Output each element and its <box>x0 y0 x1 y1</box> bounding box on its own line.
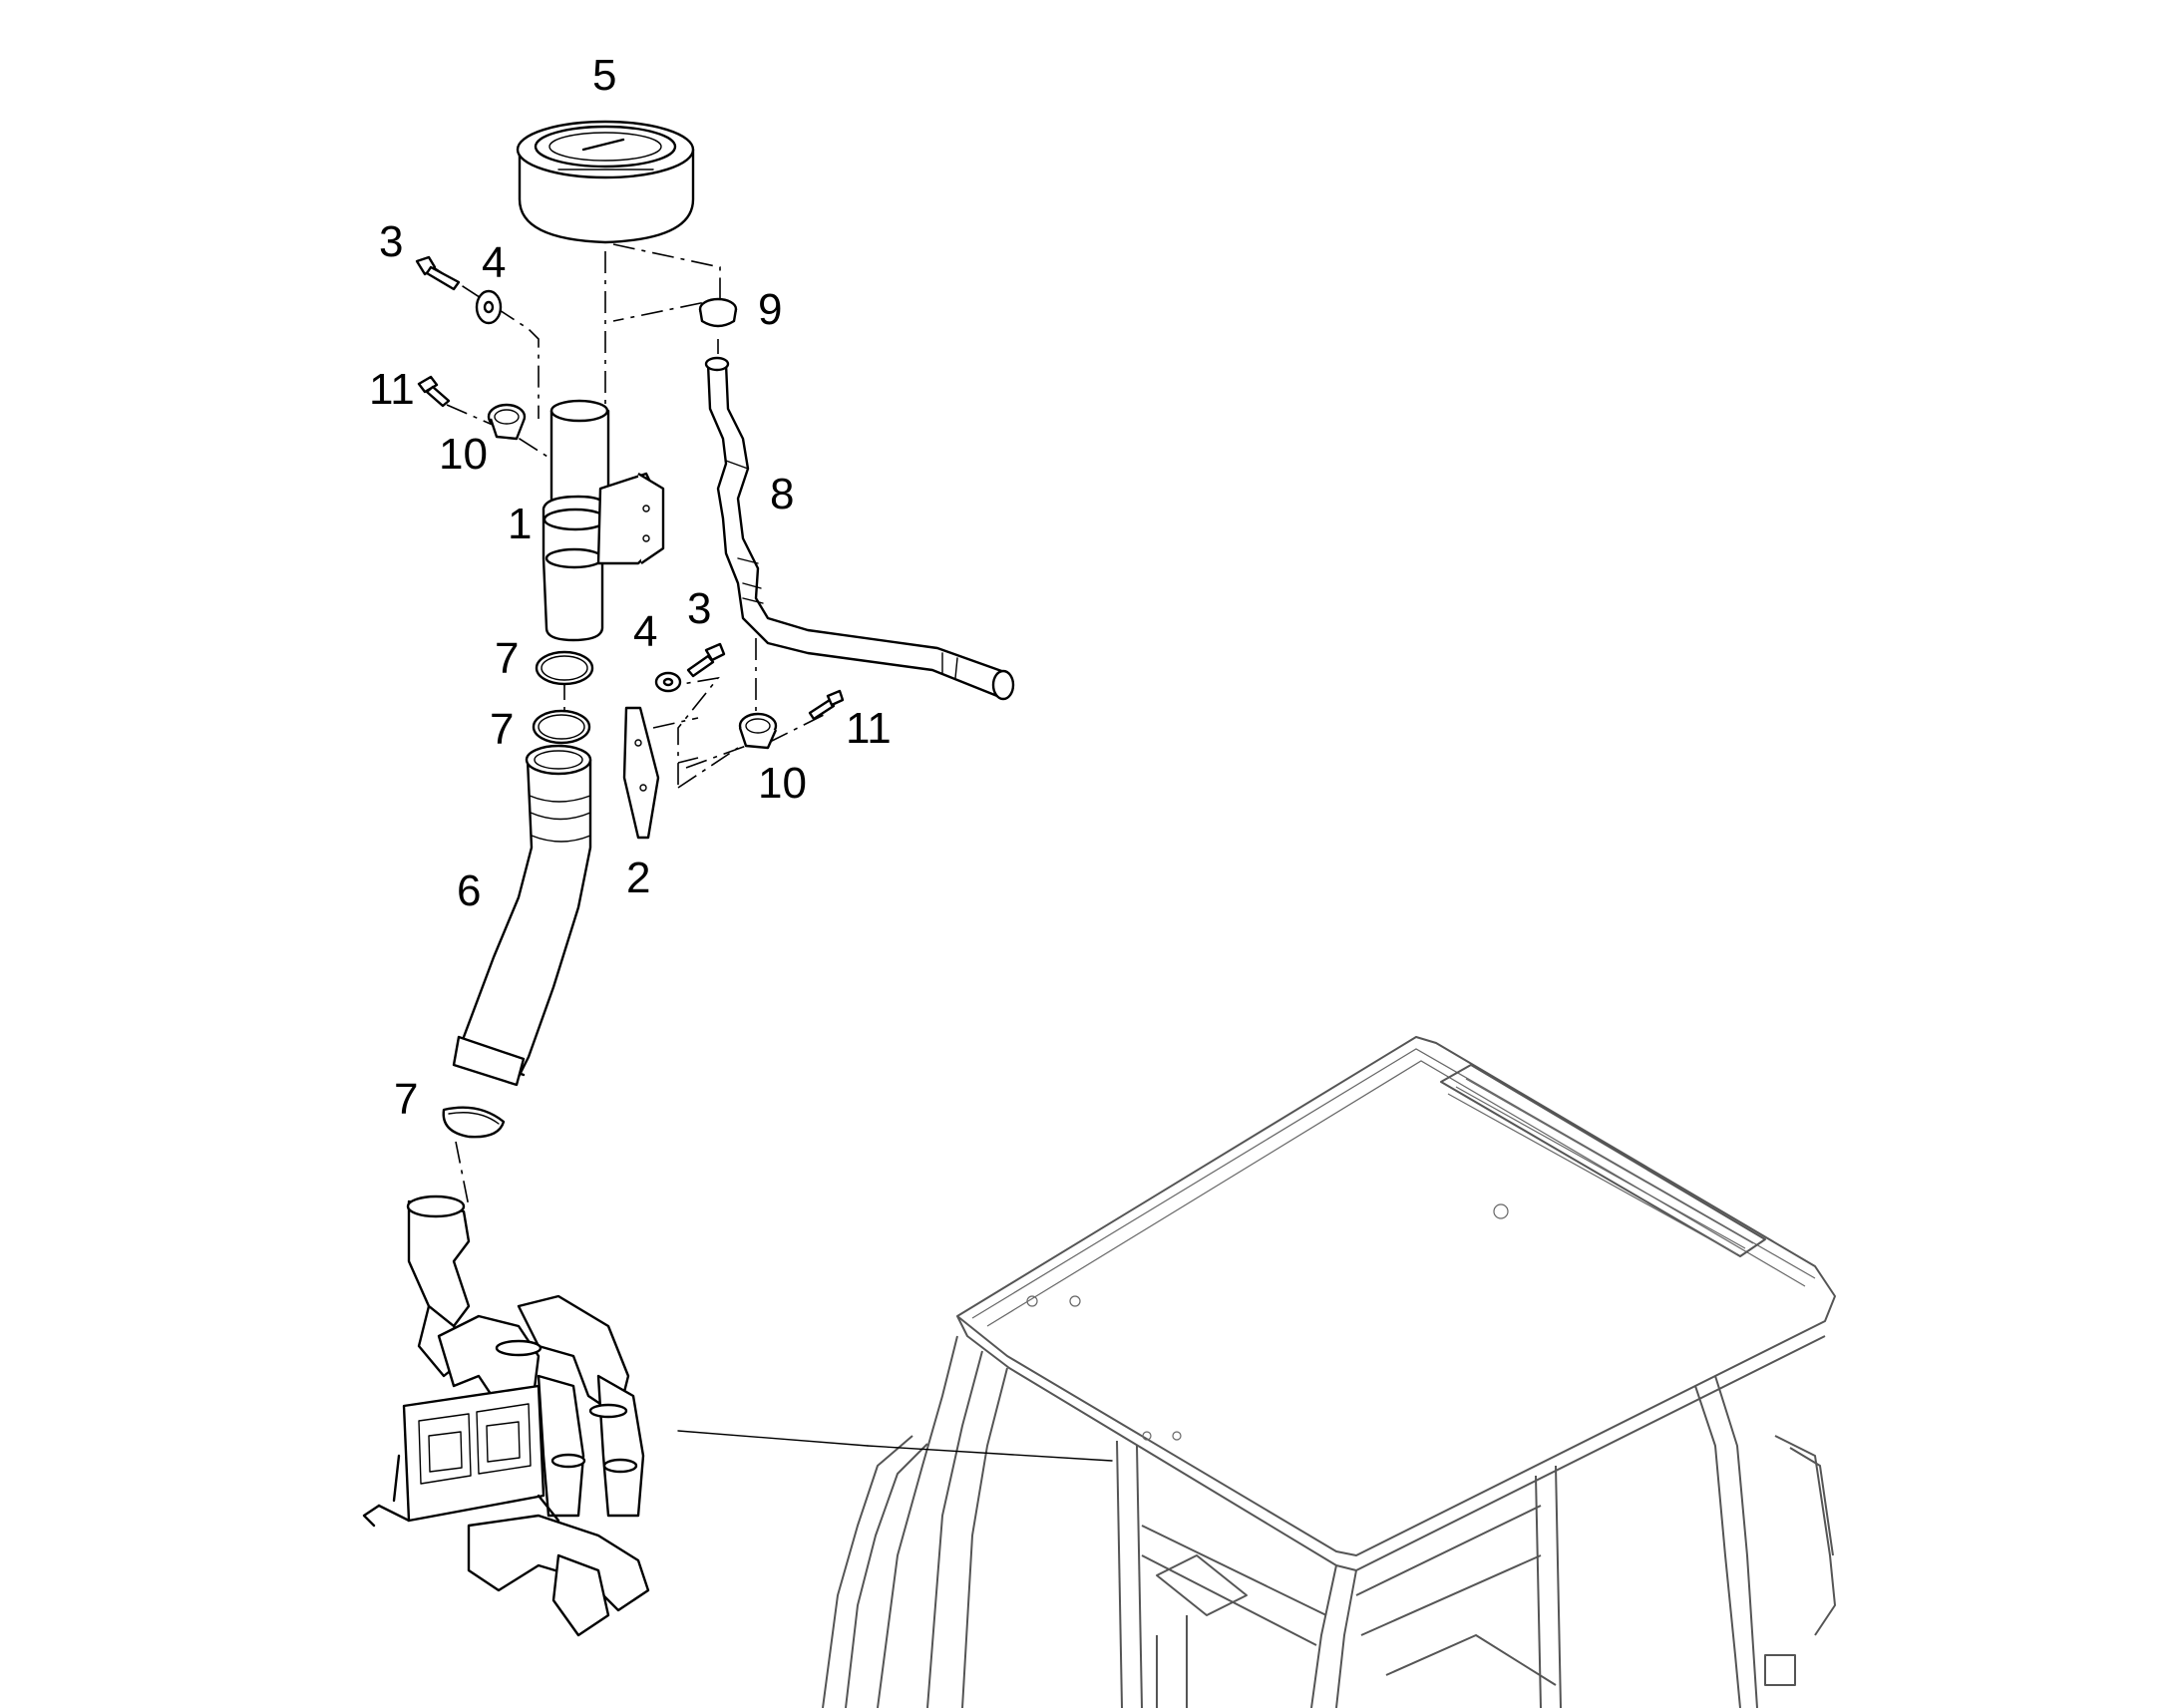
callout-7-b: 7 <box>490 705 514 754</box>
part-3-bolt-top <box>415 255 461 291</box>
part-7-o-ring-a <box>535 650 594 686</box>
part-4-washer-top <box>475 289 503 325</box>
callout-10-top: 10 <box>439 430 488 479</box>
callout-4-top: 4 <box>482 238 506 287</box>
part-2-gasket <box>622 706 660 840</box>
callout-11-top: 11 <box>369 365 415 414</box>
air-intake-assembly <box>362 1195 650 1637</box>
callout-4-mid: 4 <box>633 607 657 656</box>
part-7-o-ring-b <box>532 709 591 745</box>
part-9-hose-clamp <box>698 297 738 328</box>
callout-3-top: 3 <box>379 217 403 266</box>
callout-11-mid: 11 <box>846 704 892 753</box>
callout-8: 8 <box>770 470 794 518</box>
callout-5: 5 <box>592 51 616 100</box>
part-10-clamp-top <box>487 403 527 441</box>
leader-line <box>867 1445 1113 1462</box>
part-6-intake-hose <box>452 744 592 1087</box>
part-3-bolt-mid <box>686 642 726 678</box>
callout-1: 1 <box>508 500 532 548</box>
part-11-screw-top <box>417 375 451 408</box>
roof-vent-grille <box>1440 1064 1766 1257</box>
callout-6: 6 <box>457 866 481 915</box>
part-11-screw-mid <box>808 689 845 721</box>
callout-9: 9 <box>758 285 782 334</box>
leader-line <box>677 1430 869 1447</box>
callout-7-a: 7 <box>495 634 519 683</box>
part-5-intake-cap <box>516 120 695 244</box>
part-8-breather-hose <box>704 356 1015 701</box>
part-10-clamp-mid <box>738 712 778 750</box>
cab-frame <box>822 1036 1836 1708</box>
part-1-tube-bracket <box>542 399 665 642</box>
callout-7-c: 7 <box>394 1075 418 1124</box>
part-4-washer-mid <box>654 671 682 693</box>
part-7-retaining-ring <box>442 1106 506 1139</box>
callout-2: 2 <box>626 854 650 902</box>
callout-3-mid: 3 <box>687 584 711 633</box>
callout-labels: 5 3 4 9 11 10 8 1 7 7 4 3 11 10 2 6 7 <box>369 51 892 1124</box>
callout-10-mid: 10 <box>758 759 807 808</box>
